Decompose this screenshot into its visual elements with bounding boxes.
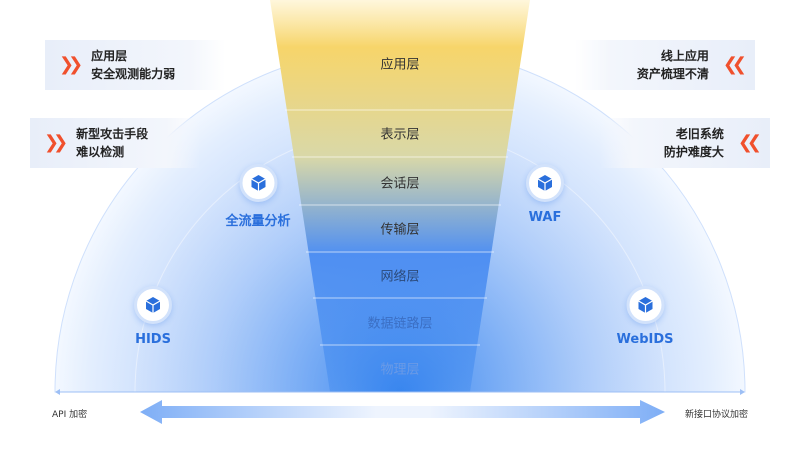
node-label: 全流量分析	[225, 214, 291, 229]
layer-network: 网络层	[380, 269, 420, 285]
layer-transport: 传输层	[380, 222, 420, 238]
node-label: WebIDS	[616, 332, 674, 347]
callout-title: 新型攻击手段	[76, 127, 149, 141]
callout-text: 资产梳理不清	[636, 67, 709, 81]
cube-icon	[238, 164, 277, 202]
axis-left-label: API 加密	[52, 410, 88, 420]
double-chevron-left-icon: ❮❮	[737, 132, 762, 153]
cube-icon	[526, 164, 564, 202]
callout-new-attacks: ❯❯ 新型攻击手段难以检测	[30, 118, 200, 168]
node-label: HIDS	[135, 332, 171, 347]
layer-funnel	[270, 0, 530, 392]
callout-legacy-systems: 老旧系统防护难度大 ❮❮	[600, 118, 770, 168]
node-waf: WAF	[526, 164, 564, 225]
node-label: WAF	[528, 210, 562, 225]
callout-app-layer: ❯❯ 应用层安全观测能力弱	[45, 40, 225, 90]
double-arrow	[140, 400, 665, 424]
callout-title: 线上应用	[660, 49, 709, 63]
callout-text: 防护难度大	[663, 145, 724, 159]
layer-application: 应用层	[380, 57, 420, 73]
axis-right-label: 新接口协议加密	[684, 410, 748, 420]
callout-text: 难以检测	[76, 145, 125, 159]
cube-icon	[626, 286, 664, 324]
node-webids: WebIDS	[617, 286, 674, 347]
node-hids: HIDS	[134, 286, 172, 347]
double-chevron-right-icon: ❯❯	[59, 54, 83, 75]
double-chevron-right-icon: ❯❯	[44, 132, 68, 153]
node-full-traffic: 全流量分析	[225, 164, 291, 229]
double-chevron-left-icon: ❮❮	[722, 54, 747, 75]
layer-physical: 物理层	[380, 362, 420, 378]
callout-text: 安全观测能力弱	[91, 67, 176, 81]
layer-session: 会话层	[380, 176, 420, 192]
layer-data-link: 数据链路层	[367, 316, 433, 332]
callout-online-apps: 线上应用资产梳理不清 ❮❮	[575, 40, 755, 90]
layer-presentation: 表示层	[380, 127, 420, 143]
callout-title: 应用层	[91, 49, 128, 63]
cube-icon	[134, 286, 172, 324]
callout-title: 老旧系统	[675, 127, 724, 141]
